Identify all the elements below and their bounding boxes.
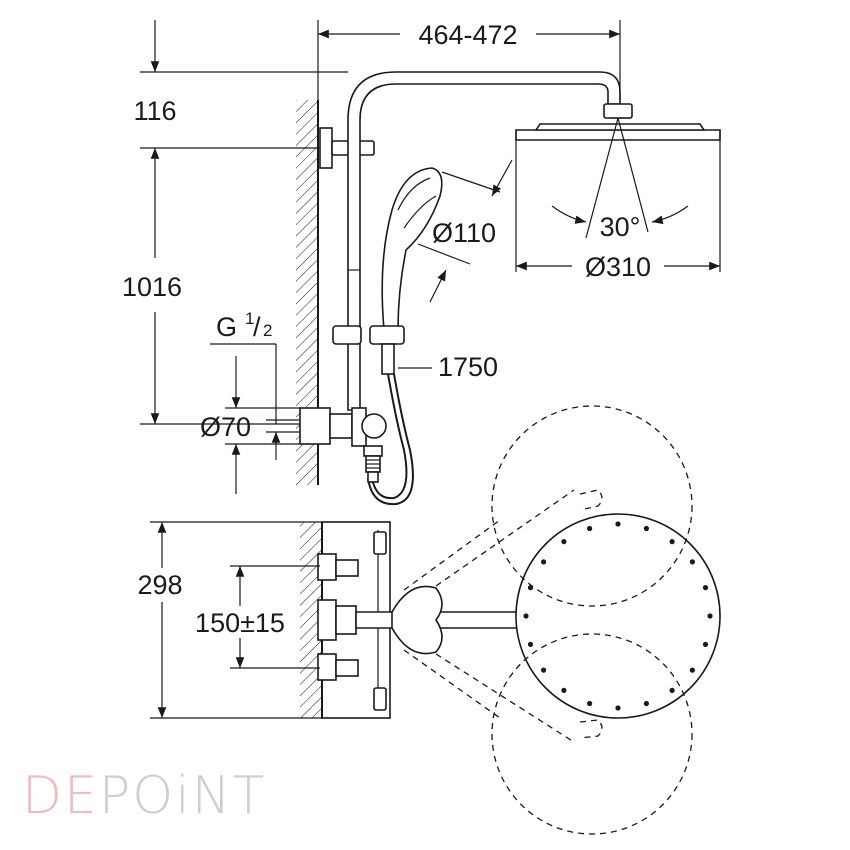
nozzle-dot: [707, 613, 713, 619]
label-hose-length: 1750: [438, 352, 498, 382]
label-hand-shower-diameter: Ø110: [432, 218, 496, 248]
nozzle-dot: [561, 687, 567, 694]
label-thread-num: 1: [245, 309, 254, 328]
nozzle-dot: [615, 705, 621, 711]
label-thread-den: 2: [263, 321, 272, 340]
label-arm-reach: 464-472: [418, 20, 517, 50]
label-inlet-spacing: 150±15: [195, 608, 285, 638]
nozzle-dot: [587, 700, 593, 707]
label-head-diameter: Ø310: [585, 252, 651, 282]
nozzle-dot: [541, 559, 547, 565]
nozzle-dot: [669, 687, 675, 694]
hose: [367, 367, 432, 506]
shower-head-side: [515, 103, 721, 272]
hand-shower: [381, 159, 513, 331]
nozzle-dot: [587, 525, 593, 532]
wall-bracket-top: [319, 127, 375, 169]
nozzle-dot: [643, 700, 650, 707]
dim-connection: [210, 343, 300, 494]
label-top-offset: 116: [133, 96, 176, 126]
nozzle-dot: [669, 539, 675, 545]
watermark-part-2: POiNT: [98, 766, 267, 826]
brand-watermark: DEPOiNT: [22, 766, 266, 826]
label-spray-angle: 30°: [600, 212, 641, 242]
label-thread-g: G: [216, 312, 237, 342]
nozzle-dot: [561, 539, 567, 545]
shower-head-rotated-upper: [491, 405, 693, 607]
shower-head-top: [515, 513, 721, 719]
label-flange-diameter: Ø70: [200, 412, 251, 442]
nozzle-dot: [702, 585, 709, 591]
nozzle-dot: [527, 641, 534, 648]
nozzle-dot: [643, 525, 650, 532]
dim-top-view: [150, 521, 322, 719]
label-thermostat-height: 298: [137, 570, 182, 600]
label-rail-height: 1016: [122, 272, 182, 302]
nozzle-dot: [541, 667, 547, 673]
dim-arm-reach: [317, 20, 621, 100]
label-thread-slash: /: [253, 312, 261, 342]
nozzle-dot: [615, 521, 621, 527]
front-elevation: 464-472 116 1016 G 1 / 2 Ø70 Ø110 Ø310 3…: [122, 20, 721, 506]
nozzle-dot: [702, 641, 709, 648]
nozzle-dot: [523, 613, 529, 619]
shower-head-rotated-lower: [491, 633, 693, 835]
diverter-unit: [299, 407, 387, 483]
nozzle-dot: [689, 559, 696, 565]
nozzle-dot: [689, 667, 696, 673]
slider-holder: [332, 325, 405, 375]
watermark-part-1: DE: [22, 766, 99, 826]
top-view: 298 150±15: [137, 405, 721, 835]
dim-vertical-left: [140, 20, 348, 425]
